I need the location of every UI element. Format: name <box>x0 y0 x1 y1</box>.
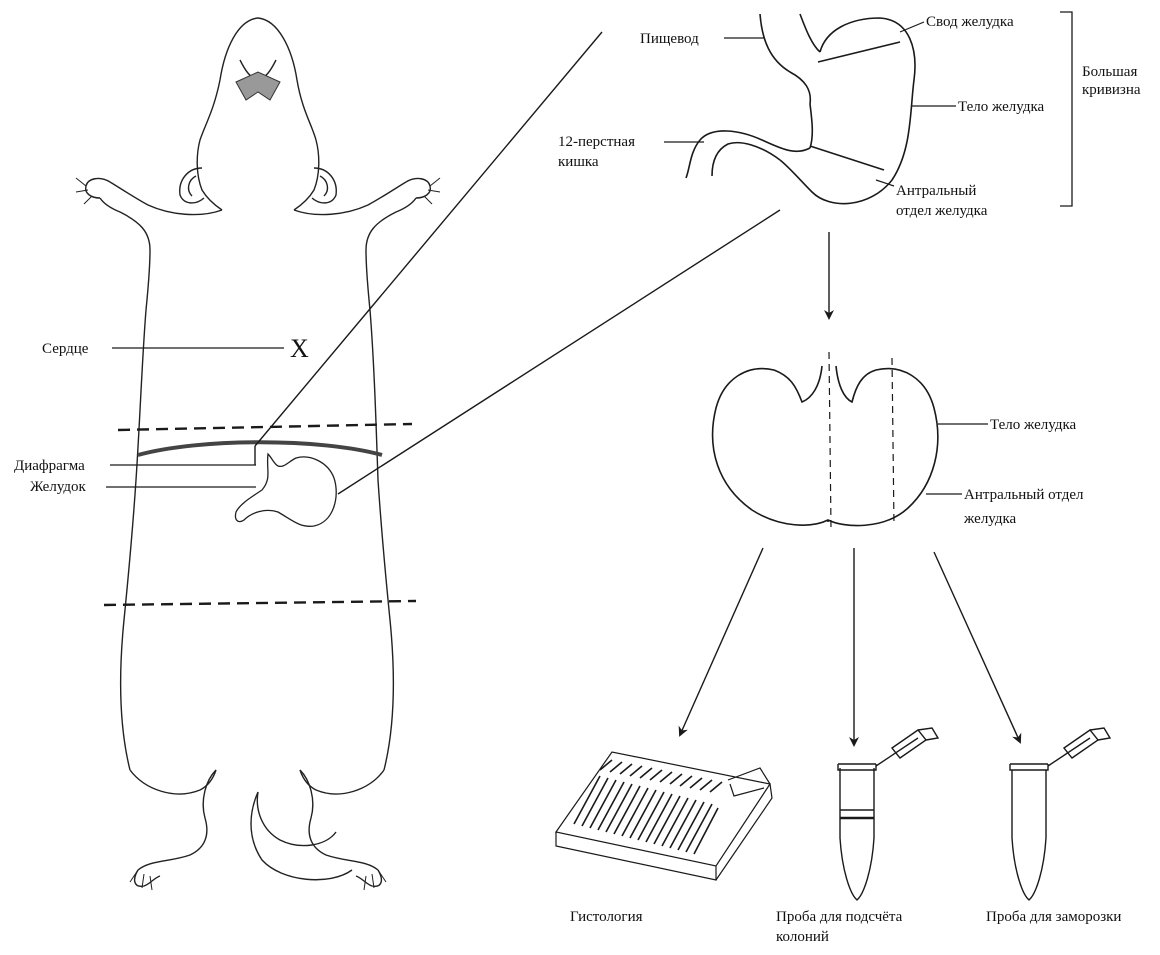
opened-stomach <box>713 366 938 526</box>
label-opened-antrum-2: желудка <box>963 511 1017 527</box>
label-freeze: Проба для заморозки <box>986 909 1121 925</box>
label-heart: Сердце <box>42 341 89 357</box>
label-duodenum-1: 12-перстная <box>558 134 635 150</box>
label-antrum-2: отдел желудка <box>896 203 988 219</box>
mouse-paws <box>76 178 440 890</box>
label-colony-2: колоний <box>776 929 829 945</box>
cut-line-opened-1 <box>829 352 831 528</box>
label-esophagus: Пищевод <box>640 31 699 47</box>
stomach-anatomy-drawing <box>686 14 915 204</box>
label-histology: Гистология <box>570 909 643 925</box>
label-opened-antrum-1: Антральный отдел <box>964 487 1084 503</box>
histology-cassette <box>556 752 772 880</box>
arrow-to-freeze <box>934 552 1020 742</box>
zoom-line-top <box>255 32 602 446</box>
label-stomach-body: Тело желудка <box>958 99 1045 115</box>
label-colony-1: Проба для подсчёта <box>776 909 903 925</box>
label-greater-curvature-1: Большая <box>1082 64 1137 80</box>
diaphragm-shape <box>138 442 382 455</box>
label-antrum-1: Антральный <box>896 183 976 199</box>
mouse-mouth <box>236 72 280 100</box>
label-duodenum-2: кишка <box>558 154 599 170</box>
leader-fundus <box>900 22 924 32</box>
cut-line-opened-2 <box>892 358 894 526</box>
colony-tube <box>838 728 938 900</box>
label-diaphragm: Диафрагма <box>14 458 85 474</box>
freeze-tube <box>1010 728 1110 900</box>
label-opened-body: Тело желудка <box>990 417 1077 433</box>
label-greater-curvature-2: кривизна <box>1082 82 1141 98</box>
cut-line-upper <box>118 424 412 430</box>
label-fundus: Свод желудка <box>926 14 1014 30</box>
cut-line-lower <box>104 601 416 605</box>
arrow-to-histology <box>680 548 763 735</box>
label-stomach-mouse: Желудок <box>30 479 87 495</box>
bracket-greater-curvature <box>1060 12 1072 206</box>
heart-mark: X <box>290 334 309 363</box>
